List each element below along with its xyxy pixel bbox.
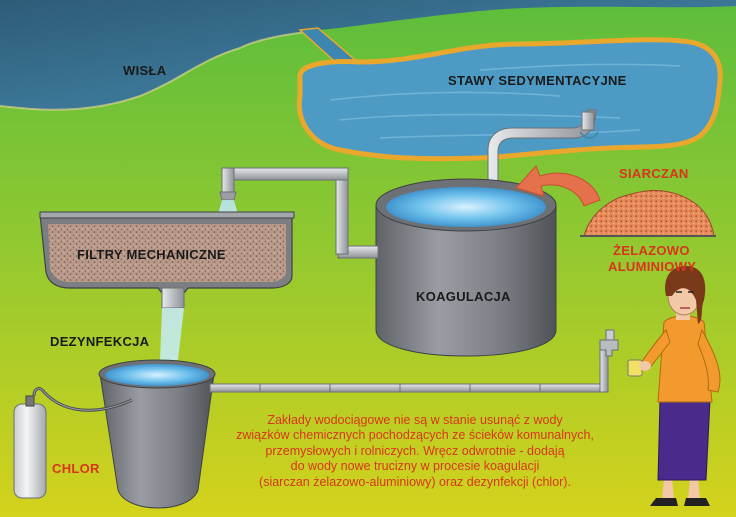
- caption-line: do wody nowe trucizny w procesie koagula…: [290, 459, 540, 474]
- caption-line: Zakłady wodociągowe nie są w stanie usun…: [267, 413, 563, 427]
- coagulation-tank: [375, 178, 557, 357]
- disinfection-label: DEZYNFEKCJA: [50, 334, 150, 349]
- chlorine-cylinder: [13, 387, 133, 499]
- river-bank: [0, 29, 321, 111]
- caption-line: związków chemicznych pochodzących ze ści…: [236, 428, 594, 443]
- filter-outflow-stream: [160, 308, 184, 360]
- disinfection-tank: [98, 359, 216, 509]
- river-wisla: [0, 0, 736, 110]
- caption-line: przemysłowych i rolniczych. Wręcz odwrot…: [265, 443, 565, 458]
- sulfate-arrow: [515, 165, 601, 207]
- chlorine-label: CHLOR: [52, 461, 100, 476]
- mechanical-filter: [39, 211, 295, 309]
- coagulation-label: KOAGULACJA: [416, 289, 511, 304]
- ponds-label: STAWY SEDYMENTACYJNE: [448, 73, 627, 88]
- sedimentation-ponds: [296, 37, 723, 162]
- river-label: WISŁA: [123, 63, 167, 78]
- sulfate-pile: [583, 190, 715, 237]
- sulfate-label: SIARCZAN: [619, 166, 689, 181]
- filters-label: FILTRY MECHANICZNE: [77, 247, 226, 262]
- pond-outlet-pipe: [487, 109, 597, 189]
- caption: Zakłady wodociągowe nie są w stanie usun…: [205, 413, 625, 490]
- compound-label-line1: ŻELAZOWO: [613, 243, 690, 258]
- pipe-tank-to-filter: [219, 167, 379, 259]
- woman-figure: [627, 266, 721, 506]
- pipe-to-tap: [209, 329, 619, 393]
- caption-line: (siarczan żelazowo-aluminiowy) oraz dezy…: [259, 474, 571, 489]
- compound-label-line2: ALUMINIOWY: [608, 259, 697, 274]
